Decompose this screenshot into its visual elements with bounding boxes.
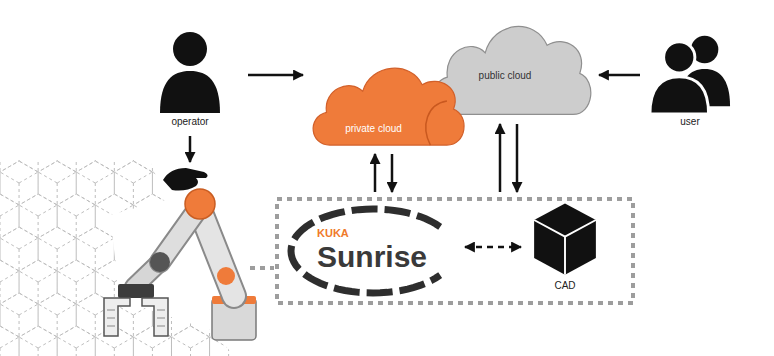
robot-gripper xyxy=(104,284,168,336)
robot-link xyxy=(200,210,234,296)
cloud-shape xyxy=(433,26,590,114)
user-node: user xyxy=(645,30,735,130)
cube-icon xyxy=(534,220,596,275)
hex-pattern xyxy=(38,227,76,271)
person-icon xyxy=(160,71,220,113)
hex-pattern xyxy=(0,227,38,271)
overlap-outline xyxy=(426,101,447,145)
robot-joint xyxy=(150,189,235,285)
hex-pattern xyxy=(57,326,95,356)
person-icon xyxy=(173,32,207,66)
hex-pattern xyxy=(267,293,305,337)
robot-joint xyxy=(217,267,235,285)
hex-pattern xyxy=(19,260,57,304)
robot-gripper xyxy=(107,310,165,326)
hex-pattern xyxy=(0,194,19,238)
user-node-label: user xyxy=(680,116,699,128)
hex-pattern xyxy=(0,128,19,172)
hex-pattern xyxy=(19,326,57,356)
hex-pattern xyxy=(0,326,19,356)
control-arrow xyxy=(190,136,191,162)
users-icon xyxy=(645,30,735,114)
hex-pattern xyxy=(19,128,57,172)
hex-pattern xyxy=(133,194,171,238)
hex-pattern xyxy=(171,326,209,356)
hex-pattern xyxy=(114,161,152,205)
hex-pattern xyxy=(57,260,95,304)
sunrise-logo-label: Sunrise xyxy=(317,240,427,275)
hand-icon xyxy=(163,168,208,191)
hex-pattern xyxy=(38,161,76,205)
robot-joint xyxy=(150,252,170,272)
users-icon xyxy=(664,42,695,73)
hex-pattern xyxy=(133,128,171,172)
robot-gripper xyxy=(118,284,154,298)
public-cloud-label: public cloud xyxy=(479,70,532,82)
private-cloud: private cloud xyxy=(305,52,470,150)
hex-pattern xyxy=(76,227,114,271)
hex-pattern xyxy=(210,128,248,172)
cad-node-label: CAD xyxy=(554,280,575,292)
robot-gripper xyxy=(104,298,130,336)
hex-pattern xyxy=(76,161,114,205)
flow-arrow xyxy=(599,74,640,77)
logo-ring xyxy=(291,209,440,293)
robot-link xyxy=(200,210,234,296)
cad-node: CAD xyxy=(527,201,603,295)
hex-pattern xyxy=(0,128,305,356)
system-box: KUKASunriseCAD xyxy=(275,197,635,305)
hex-pattern xyxy=(57,128,95,172)
hex-pattern xyxy=(0,293,38,337)
dotted-frame xyxy=(277,199,633,303)
sunrise-logo: KUKASunrise xyxy=(287,205,459,297)
hex-pattern xyxy=(229,161,267,205)
hex-pattern xyxy=(57,194,95,238)
flow-arrow xyxy=(248,74,303,77)
data-exchange-arrow xyxy=(465,246,521,249)
private-cloud-label: private cloud xyxy=(345,123,402,135)
hex-pattern xyxy=(171,128,209,172)
flow-arrow xyxy=(391,154,394,192)
operator-node: operator xyxy=(150,26,230,130)
hex-pattern xyxy=(95,194,133,238)
hex-pattern xyxy=(19,194,57,238)
robot-gripper xyxy=(142,298,168,336)
cloud-shape xyxy=(305,52,470,150)
hand-icon xyxy=(163,168,208,191)
flow-arrow xyxy=(374,154,377,192)
flow-arrow xyxy=(516,124,519,192)
hex-pattern xyxy=(0,161,38,205)
hex-pattern xyxy=(0,260,19,304)
cube-icon xyxy=(527,201,603,277)
cube-icon xyxy=(534,203,596,274)
control-arrow xyxy=(189,136,192,162)
hex-pattern xyxy=(248,128,286,172)
hex-pattern xyxy=(95,128,133,172)
robot-joint xyxy=(185,189,215,219)
operator-node-label: operator xyxy=(171,116,208,128)
cable-line xyxy=(250,268,274,269)
robot-link xyxy=(160,206,234,296)
person-icon xyxy=(150,26,230,114)
flow-arrow xyxy=(499,124,502,192)
hex-pattern xyxy=(38,293,76,337)
sunrise-logo-label: KUKA xyxy=(317,227,349,240)
cable-line xyxy=(250,266,274,270)
hex-pattern xyxy=(171,260,209,304)
users-icon xyxy=(650,77,709,114)
